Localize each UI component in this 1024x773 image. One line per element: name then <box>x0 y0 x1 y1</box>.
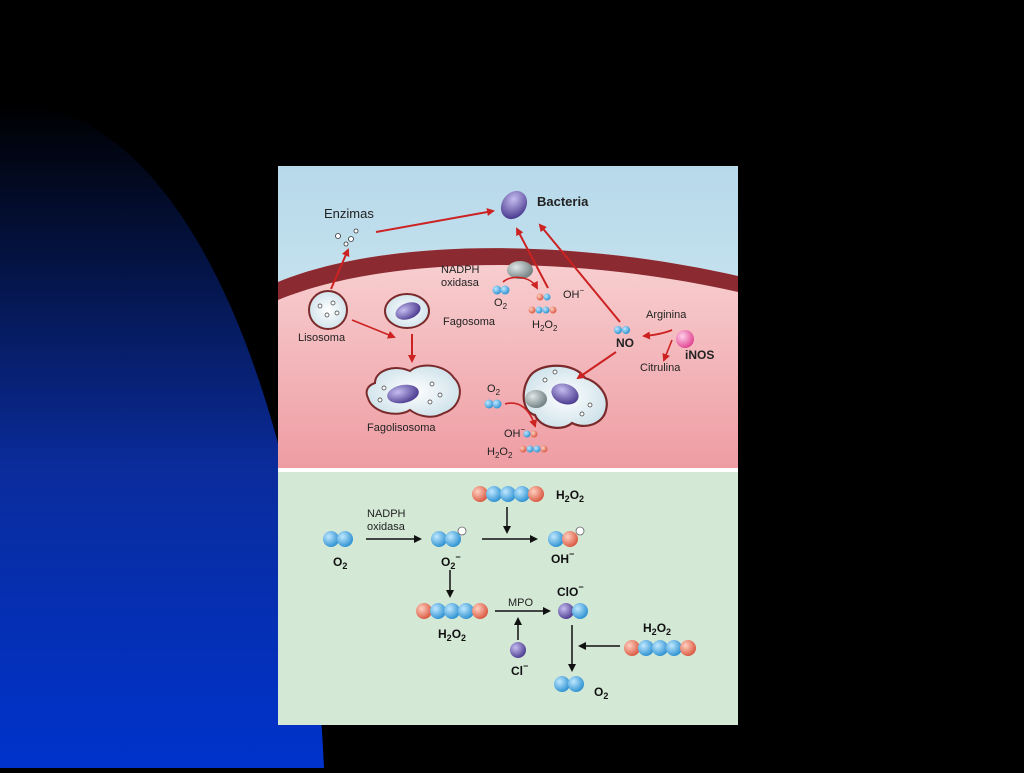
label-fagosoma: Fagosoma <box>443 316 496 328</box>
arrow-enzimas-bacteria <box>375 208 495 233</box>
right-nadph-icon <box>525 390 547 408</box>
arrow-o2-right <box>504 402 538 428</box>
lisosoma-icon <box>308 290 348 330</box>
h2o2-molecule-bottom-right <box>624 640 696 656</box>
arrow-no-bacteria <box>538 223 621 323</box>
label-oh-right: OH− <box>504 425 526 440</box>
label-h2o2-bottom-top: H2O2 <box>556 488 584 504</box>
right-bacteria-icon <box>551 383 579 405</box>
label-hypochlorite: ClO− <box>557 582 584 599</box>
hydroxyl-molecule <box>548 526 585 547</box>
arrow-no-phagolysosome <box>576 351 617 380</box>
label-enzimas: Enzimas <box>324 206 374 221</box>
label-h2o2-bottom-right: H2O2 <box>643 621 671 637</box>
label-oh-top: OH− <box>563 286 585 301</box>
label-lisosoma: Lisosoma <box>298 332 346 344</box>
no-molecule <box>614 326 630 334</box>
label-h2o2-top: H2O2 <box>532 319 558 333</box>
superoxide-molecule <box>431 526 467 547</box>
chloride-atom <box>510 642 526 658</box>
inos-enzyme-icon <box>676 330 694 348</box>
label-oxidasa-top: oxidasa <box>441 277 480 289</box>
label-inos: iNOS <box>685 348 714 362</box>
label-o2-right: O2 <box>487 383 501 397</box>
fagolisosoma-enzymes <box>377 381 443 405</box>
o2-molecule-top <box>492 285 510 295</box>
label-mpo: MPO <box>508 597 534 609</box>
label-chloride: Cl− <box>511 661 528 678</box>
o2-molecule-bottom <box>323 531 353 547</box>
right-enzymes <box>542 369 593 417</box>
label-o2-final: O2 <box>594 685 608 701</box>
label-nadph-top: NADPH <box>441 264 480 276</box>
left-blue-shape <box>0 104 324 769</box>
label-no: NO <box>616 336 634 350</box>
label-fagolisosoma: Fagolisosoma <box>367 422 436 434</box>
panel-divider <box>278 468 738 472</box>
o2-molecule-right <box>484 399 502 409</box>
label-arginina: Arginina <box>646 309 687 321</box>
label-h2o2-right: H2O2 <box>487 446 513 460</box>
bacteria-icon <box>500 190 528 220</box>
label-o2-top: O2 <box>494 297 508 311</box>
lisosoma-enzymes <box>317 300 340 318</box>
h2o2-molecule-bottom-top <box>472 486 544 502</box>
label-hydroxyl: OH− <box>551 549 574 566</box>
arrow-arginina-citrulina <box>662 339 673 362</box>
label-superoxide: O2− <box>441 552 461 571</box>
arrow-arginina-no <box>642 329 673 340</box>
cell-membrane <box>278 248 738 300</box>
label-bacteria: Bacteria <box>537 194 589 209</box>
nadph-oxidase-icon <box>507 261 533 279</box>
label-h2o2-bottom-mid: H2O2 <box>438 627 466 643</box>
label-nadph-bottom: NADPH <box>367 508 406 520</box>
top-panel: Enzimas Bacteria NADPH oxidasa O2 OH− H2… <box>278 166 738 470</box>
arrow-ros-bacteria <box>516 227 549 289</box>
enzyme-dots <box>335 228 359 247</box>
h2o2-molecule-bottom-mid <box>416 603 488 619</box>
arrow-lisosoma-fagolisosoma <box>351 319 396 339</box>
arrow-o2-nadph <box>502 276 538 290</box>
label-citrulina: Citrulina <box>640 362 681 374</box>
bottom-panel: O2 NADPH oxidasa O2− H2O2 OH− H2O2 <box>278 472 738 725</box>
label-oxidasa-bottom: oxidasa <box>367 521 406 533</box>
fagolisosoma-bacteria-icon <box>387 384 419 404</box>
o2-molecule-final <box>554 676 584 692</box>
label-o2-bottom: O2 <box>333 555 347 571</box>
h2o2-molecule-top <box>528 293 557 314</box>
hypochlorite-molecule <box>558 603 588 619</box>
fagosoma-bacteria-icon <box>395 302 421 320</box>
arrow-lisosoma-enzimas <box>330 248 350 290</box>
h2o2-molecule-right <box>519 430 548 453</box>
